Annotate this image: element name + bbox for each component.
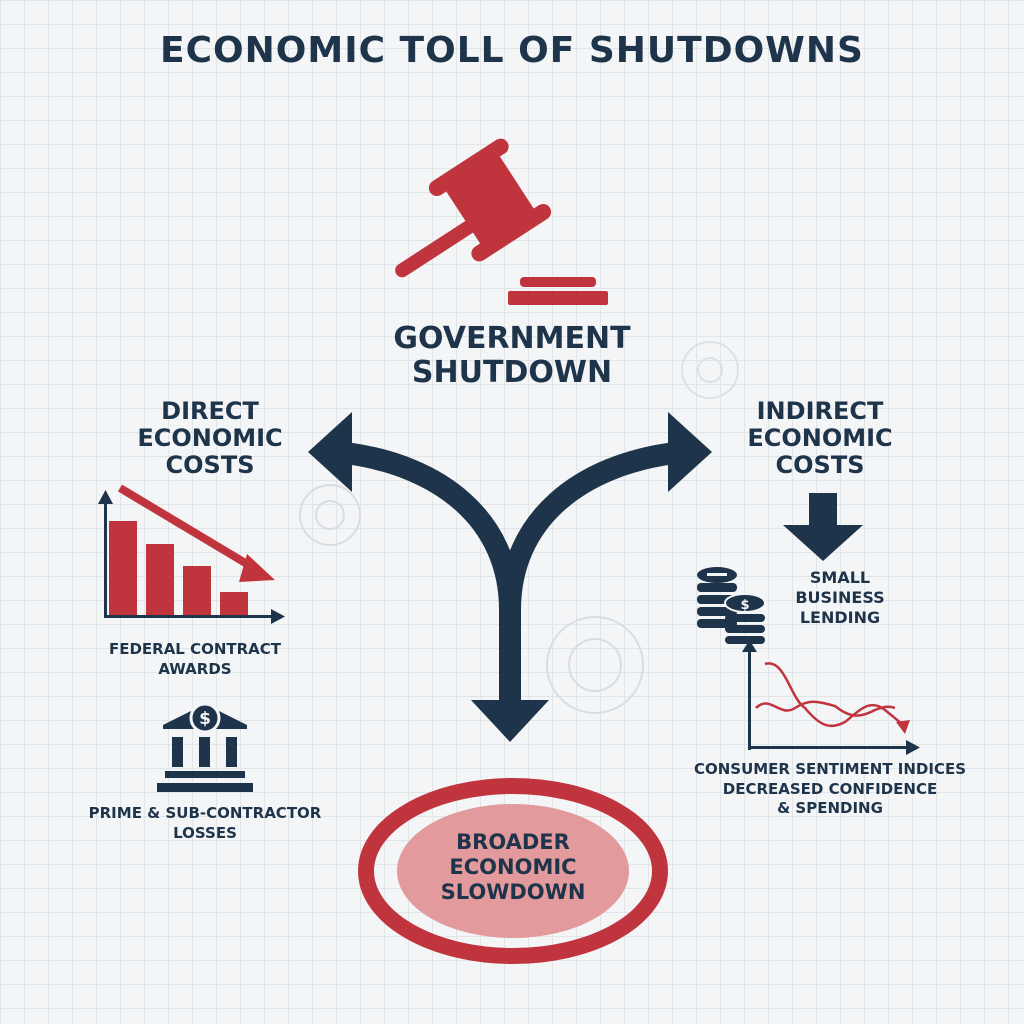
direct-costs-heading: DIRECT ECONOMIC COSTS <box>137 397 283 479</box>
declining-line-chart-icon <box>742 640 920 755</box>
page-title: ECONOMIC TOLL OF SHUTDOWNS <box>160 30 864 71</box>
svg-text:$: $ <box>199 709 211 729</box>
branching-arrow-icon <box>308 412 712 742</box>
svg-text:$: $ <box>740 598 749 613</box>
government-shutdown-label: GOVERNMENT SHUTDOWN <box>393 321 631 390</box>
prime-subcontractor-losses-label: PRIME & SUB-CONTRACTOR LOSSES <box>88 804 322 842</box>
outcome-ellipse <box>358 778 668 964</box>
small-business-lending-label: SMALL BUSINESS LENDING <box>795 568 885 627</box>
background-gear-icon <box>299 484 361 546</box>
coin-stack-icon: $ <box>697 567 766 644</box>
federal-contract-awards-label: FEDERAL CONTRACT AWARDS <box>108 640 282 678</box>
broader-slowdown-label: BROADER ECONOMIC SLOWDOWN <box>440 830 586 905</box>
indirect-costs-heading: INDIRECT ECONOMIC COSTS <box>747 397 893 479</box>
background-gear-icon <box>546 616 644 714</box>
background-gear-icon <box>681 341 739 399</box>
down-arrow-icon <box>783 493 863 561</box>
bank-dollar-icon: $ <box>157 702 253 792</box>
declining-bar-chart-icon <box>98 484 285 624</box>
gavel-icon <box>395 138 608 305</box>
consumer-sentiment-label: CONSUMER SENTIMENT INDICES DECREASED CON… <box>693 760 967 817</box>
